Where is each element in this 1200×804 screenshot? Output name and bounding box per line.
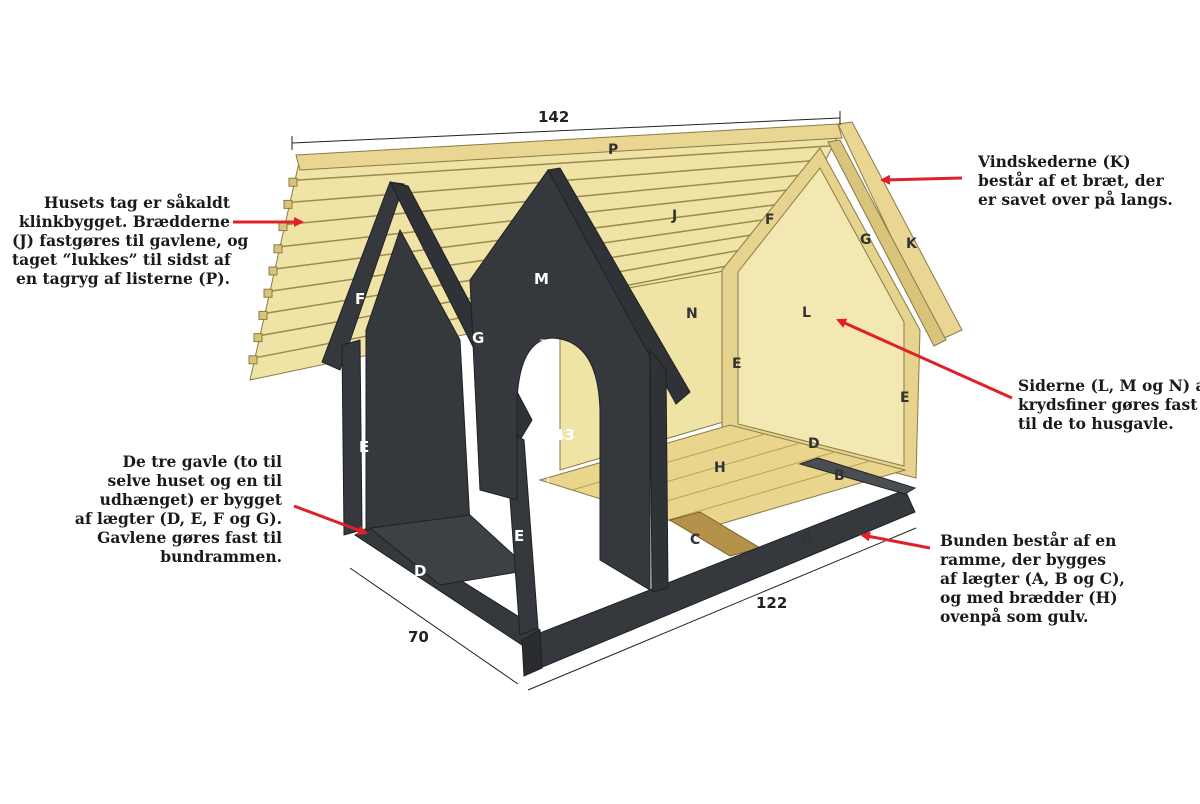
roof-board-line <box>294 145 834 181</box>
note-wind-line: består af et bræt, der <box>978 171 1164 190</box>
label-n: N <box>686 306 698 322</box>
note-roof-line: (J) fastgøres til gavlene, og <box>12 231 249 250</box>
gable-back <box>721 147 921 479</box>
note-base-line: ramme, der bygges <box>940 550 1107 569</box>
roof-board-edge <box>248 355 258 365</box>
roof-board-edge <box>263 288 273 298</box>
roof-board-edge <box>288 177 298 187</box>
wind-board-k-inner <box>827 139 947 347</box>
callout-arrows <box>233 174 1013 550</box>
roof-board-edge <box>268 266 278 276</box>
dim-bottom-value: 122 <box>756 594 787 612</box>
note-base-line: af lægter (A, B og C), <box>940 569 1125 588</box>
note-roof-line: Husets tag er såkaldt <box>43 193 230 212</box>
dim-line-top <box>291 117 841 144</box>
label-g-front: G <box>472 329 484 347</box>
note-gables-line: De tre gavle (to til <box>122 452 282 471</box>
label-m: M <box>534 270 549 288</box>
label-d-back: D <box>808 436 820 452</box>
base-frame <box>354 457 917 677</box>
ridge-board-p <box>295 123 843 171</box>
label-e-front-left: E <box>359 438 369 456</box>
label-d-front: D <box>414 562 426 580</box>
dimensions <box>291 111 917 691</box>
dim-door-value: 43 <box>554 426 575 444</box>
dim-depth-value: 70 <box>408 628 429 646</box>
label-f-front: F <box>355 290 365 308</box>
roof-board-edge <box>273 244 283 254</box>
note-sides: Siderne (L, M og N) af krydsfiner gøres … <box>1018 376 1200 433</box>
floor-board-line <box>635 451 836 511</box>
note-base-line: og med brædder (H) <box>940 588 1118 607</box>
label-p: P <box>608 142 618 158</box>
note-sides-line: Siderne (L, M og N) af <box>1018 376 1200 395</box>
batten-b <box>798 457 917 495</box>
note-gables: De tre gavle (to til selve huset og en t… <box>60 452 282 566</box>
note-base-line: Bunden består af en <box>940 531 1117 550</box>
arrow-base <box>860 531 931 550</box>
note-gables-line: selve huset og en til <box>107 471 282 490</box>
front-gable-inner-wall <box>365 228 471 531</box>
note-gables-line: af lægter (D, E, F og G). <box>74 509 282 528</box>
label-l: L <box>802 305 811 321</box>
note-wind-line: Vindskederne (K) <box>978 152 1131 171</box>
roof-board-edge <box>258 310 268 320</box>
gable-middle <box>469 167 691 593</box>
note-roof-line: en tagryg af listerne (P). <box>15 269 230 288</box>
roof-board-edge <box>253 333 263 343</box>
label-c: C <box>690 532 700 548</box>
dim-top-value: 142 <box>538 108 569 126</box>
side-wall-l <box>737 167 905 467</box>
roof-board-edge <box>278 222 288 232</box>
part-labels: P J K G F N L E E D H B A C M F G E E D … <box>355 108 918 646</box>
roof-board-edge <box>283 199 293 209</box>
note-sides-line: krydsfiner gøres fast <box>1018 395 1198 414</box>
dim-line-depth <box>349 567 519 685</box>
label-k: K <box>906 236 918 252</box>
middle-stud <box>649 348 669 593</box>
label-f-back: F <box>765 212 775 228</box>
label-e-back-right: E <box>900 390 910 406</box>
label-a: A <box>802 530 813 546</box>
middle-rafter <box>547 167 691 405</box>
arrow-wind <box>880 174 963 185</box>
label-e-front-right: E <box>514 527 524 545</box>
arrow-sides <box>836 318 1013 400</box>
note-sides-line: til de to husgavle. <box>1018 414 1174 433</box>
label-h: H <box>714 460 726 476</box>
note-roof-line: taget “lukkes” til sidst af <box>12 250 231 269</box>
note-base-line: ovenpå som gulv. <box>940 607 1089 626</box>
note-roof-line: klinkbygget. Brædderne <box>18 212 230 231</box>
base-corner-front <box>521 629 543 677</box>
note-gables-line: Gavlene gøres fast til <box>97 528 282 547</box>
note-gables-line: bundrammen. <box>160 547 282 566</box>
dim-line-bottom <box>527 527 917 691</box>
note-gables-line: udhænget) er bygget <box>99 490 282 509</box>
label-b: B <box>834 468 845 484</box>
label-j: J <box>671 208 677 224</box>
note-wind: Vindskederne (K) består af et bræt, der … <box>978 152 1188 209</box>
arrow-gables <box>293 504 368 535</box>
note-roof: Husets tag er såkaldt klinkbygget. Brædd… <box>12 193 249 288</box>
note-wind-line: er savet over på langs. <box>978 190 1173 209</box>
label-g-back: G <box>860 232 872 248</box>
note-base: Bunden består af en ramme, der bygges af… <box>940 531 1140 626</box>
label-e-back-left: E <box>732 356 742 372</box>
rafter-f <box>321 181 405 371</box>
